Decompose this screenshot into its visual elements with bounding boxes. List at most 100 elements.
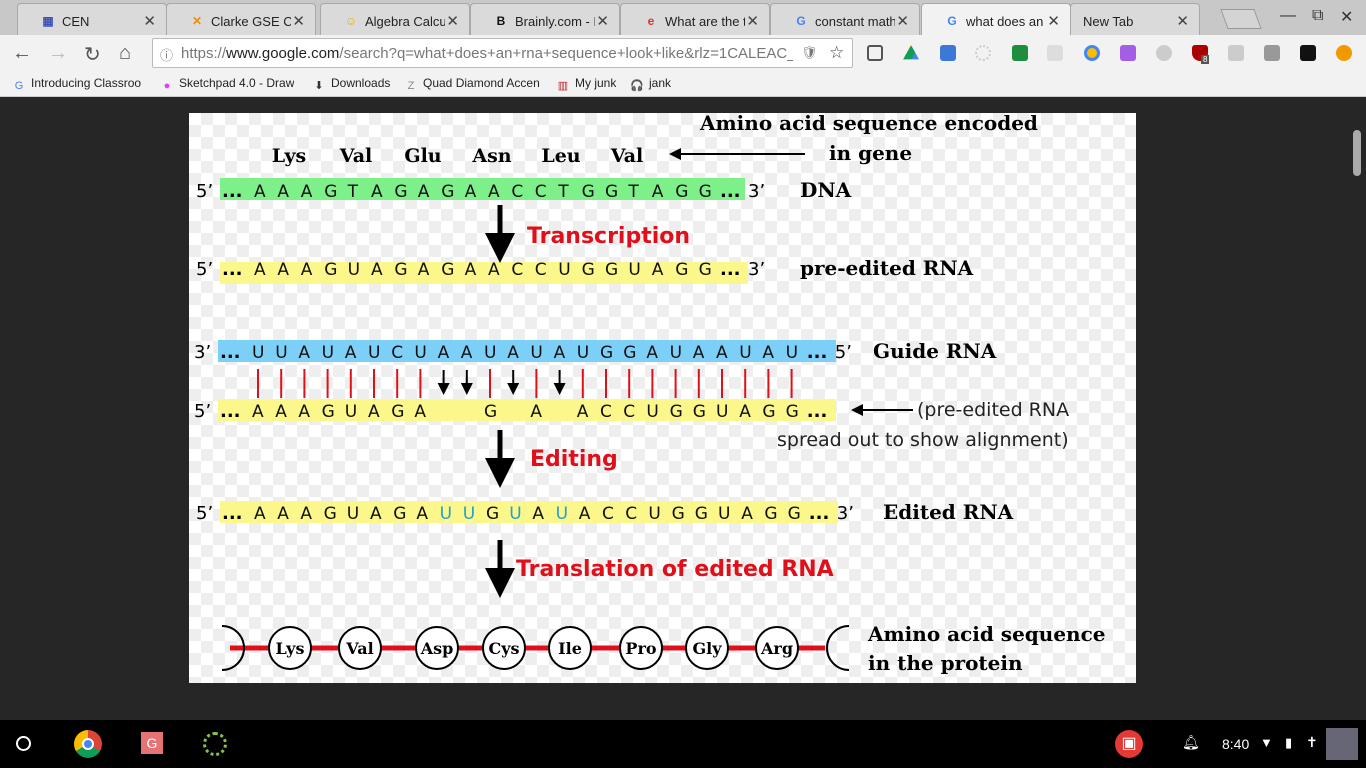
clock[interactable]: 8:40 xyxy=(1222,736,1250,752)
site-settings-icon[interactable]: 🛡 xyxy=(801,45,818,60)
nucleotide: A xyxy=(532,504,544,524)
chrome-icon[interactable] xyxy=(74,730,102,758)
puzzle-rw-icon[interactable] xyxy=(1120,45,1136,61)
close-tab-icon[interactable]: ✕ xyxy=(1176,13,1189,30)
minimize-icon[interactable]: — xyxy=(1280,7,1296,24)
ellipsis: ... xyxy=(220,401,241,422)
tab-7[interactable]: New Tab✕ xyxy=(1070,3,1200,35)
avatar[interactable] xyxy=(1326,728,1358,760)
ellipsis: ... xyxy=(807,342,828,363)
guide-label: Guide RNA xyxy=(873,339,997,363)
nucleotide: A xyxy=(301,260,313,280)
dots-app-icon[interactable] xyxy=(203,732,227,756)
nucleotide: G xyxy=(324,182,337,202)
close-tab-icon[interactable]: ✕ xyxy=(446,13,459,30)
guide-left-end: 3’ xyxy=(194,342,211,363)
close-window-icon[interactable]: ✕ xyxy=(1340,9,1354,26)
nucleotide: T xyxy=(627,182,639,202)
nucleotide: U xyxy=(322,343,334,363)
translation-label: Translation of edited RNA xyxy=(516,557,834,582)
link-ext-icon[interactable] xyxy=(1156,45,1172,61)
reload-icon[interactable]: ↻ xyxy=(84,44,101,66)
bookmark-star-icon[interactable]: ☆ xyxy=(829,43,845,62)
nucleotide: U xyxy=(577,343,589,363)
close-tab-icon[interactable]: ✕ xyxy=(1047,13,1060,30)
back-icon[interactable]: ← xyxy=(12,42,32,64)
title-line-1: Amino acid sequence encoded xyxy=(699,113,1038,135)
ellipsis: ... xyxy=(807,401,828,422)
close-tab-icon[interactable]: ✕ xyxy=(596,13,609,30)
nucleotide: U xyxy=(484,343,496,363)
accessibility-icon[interactable]: ✝ xyxy=(1306,734,1318,750)
cloud-ext-icon[interactable] xyxy=(1300,45,1316,61)
screen-record-icon[interactable]: ▣ xyxy=(1115,730,1143,758)
nucleotide: U xyxy=(648,504,660,524)
notification-bell-icon[interactable]: 🔔︎ xyxy=(1182,734,1200,750)
ublock-badge: 8 xyxy=(1201,55,1210,64)
tab-0[interactable]: ▦CEN✕ xyxy=(17,3,167,35)
bookmark-5[interactable]: 🎧jank xyxy=(630,76,671,93)
close-tab-icon[interactable]: ✕ xyxy=(143,13,156,30)
nucleotide: G xyxy=(675,182,688,202)
amino-acid-bead xyxy=(482,626,526,670)
nucleotide: G xyxy=(324,504,337,524)
scrollbar[interactable] xyxy=(1353,130,1361,176)
nucleotide: U xyxy=(345,402,357,422)
amino-acid-bead xyxy=(548,626,592,670)
bookmark-2[interactable]: ⬇Downloads xyxy=(312,76,390,93)
ublock-icon[interactable]: 8 xyxy=(1192,45,1210,64)
bookmark-label: Quad Diamond Accen xyxy=(423,76,540,90)
edited-bar xyxy=(220,501,838,523)
spread-label-2: spread out to show alignment) xyxy=(777,429,1069,451)
g-app-icon[interactable]: G xyxy=(141,732,163,754)
nucleotide: A xyxy=(345,343,357,363)
nucleotide: U xyxy=(509,504,521,524)
nucleotide: G xyxy=(762,402,775,422)
amino-acid-bead xyxy=(338,626,382,670)
grey-ext-icon[interactable] xyxy=(1047,45,1063,61)
close-tab-icon[interactable]: ✕ xyxy=(896,13,909,30)
new-tab-button[interactable] xyxy=(1220,9,1262,29)
url-path: /search?q=what+does+an+rna+sequence+look… xyxy=(339,45,793,62)
amino-acid-bead xyxy=(619,626,663,670)
address-bar[interactable]: ⓘ https://www.google.com/search?q=what+d… xyxy=(152,38,853,68)
nucleotide: G xyxy=(693,402,706,422)
tab-2[interactable]: ☺Algebra Calcula✕ xyxy=(320,3,470,35)
edit-ext-icon[interactable] xyxy=(1084,45,1100,61)
close-tab-icon[interactable]: ✕ xyxy=(292,13,305,30)
protein-amino-acid: Gly xyxy=(692,639,722,658)
nucleotide: G xyxy=(786,402,799,422)
classroom-icon[interactable] xyxy=(1012,45,1028,61)
forward-icon[interactable]: → xyxy=(48,42,68,64)
update-alert-icon[interactable] xyxy=(1336,45,1352,61)
battery-icon[interactable]: ▮ xyxy=(1285,735,1293,750)
bookmark-4[interactable]: ▥My junk xyxy=(556,76,617,93)
tab-1[interactable]: ✕Clarke GSE Coo✕ xyxy=(166,3,316,35)
launcher-icon[interactable] xyxy=(16,736,31,751)
info-icon[interactable]: ⓘ xyxy=(160,48,174,63)
editing-label: Editing xyxy=(530,447,618,472)
key-ext-icon[interactable] xyxy=(1264,45,1280,61)
cast-icon[interactable] xyxy=(867,45,883,61)
loading-ext-icon[interactable] xyxy=(975,45,991,61)
close-tab-icon[interactable]: ✕ xyxy=(746,13,759,30)
home-icon[interactable]: ⌂ xyxy=(119,42,132,64)
maximize-icon[interactable]: ⧉ xyxy=(1312,7,1324,24)
nucleotide: U xyxy=(348,260,360,280)
calendar-ext-icon[interactable] xyxy=(940,45,956,61)
bookmark-1[interactable]: ●Sketchpad 4.0 - Draw xyxy=(160,76,295,93)
copy-ext-icon[interactable] xyxy=(1228,45,1244,61)
protein-amino-acid: Asp xyxy=(420,639,454,658)
tab-title: Algebra Calcula xyxy=(365,14,445,29)
wifi-icon[interactable]: ▼ xyxy=(1260,735,1273,750)
nucleotide: G xyxy=(322,402,335,422)
nucleotide: U xyxy=(556,504,568,524)
